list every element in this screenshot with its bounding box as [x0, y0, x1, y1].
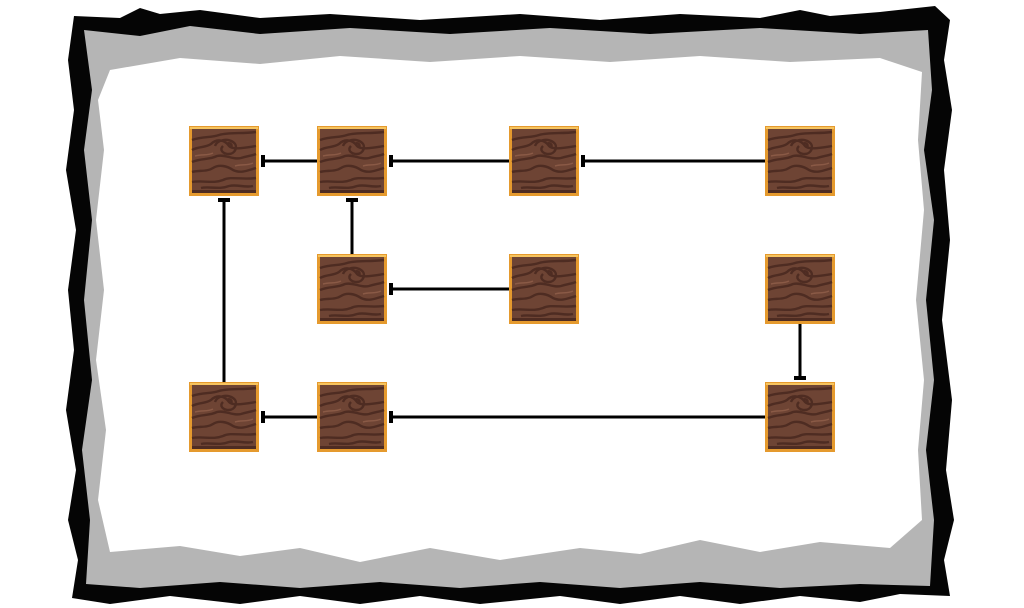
skill-node-r2c2[interactable]	[317, 254, 387, 324]
wood-tile-icon	[317, 126, 387, 196]
skill-node-r1c2[interactable]	[317, 126, 387, 196]
wood-tile-icon	[765, 126, 835, 196]
skill-node-r2c3[interactable]	[509, 254, 579, 324]
wood-tile-icon	[317, 382, 387, 452]
skill-link-cap	[346, 198, 358, 202]
skill-link-cap	[218, 198, 230, 202]
skill-link-cap	[389, 283, 393, 295]
skill-links	[218, 155, 806, 423]
skill-node-r2c4[interactable]	[765, 254, 835, 324]
skill-node-r1c3[interactable]	[509, 126, 579, 196]
wood-tile-icon	[317, 254, 387, 324]
skill-node-r3c2[interactable]	[317, 382, 387, 452]
skill-link-cap	[261, 155, 265, 167]
skill-link-cap	[794, 376, 806, 380]
skill-node-r1c4[interactable]	[765, 126, 835, 196]
wood-tile-icon	[765, 382, 835, 452]
skill-node-r3c4[interactable]	[765, 382, 835, 452]
wood-tile-icon	[509, 254, 579, 324]
skill-node-r3c1[interactable]	[189, 382, 259, 452]
wood-tile-icon	[765, 254, 835, 324]
skill-link-cap	[581, 155, 585, 167]
wood-tile-icon	[189, 126, 259, 196]
skill-link-cap	[389, 411, 393, 423]
wood-tile-icon	[189, 382, 259, 452]
skill-link-cap	[261, 411, 265, 423]
skill-node-r1c1[interactable]	[189, 126, 259, 196]
wood-tile-icon	[509, 126, 579, 196]
skill-link-cap	[389, 155, 393, 167]
